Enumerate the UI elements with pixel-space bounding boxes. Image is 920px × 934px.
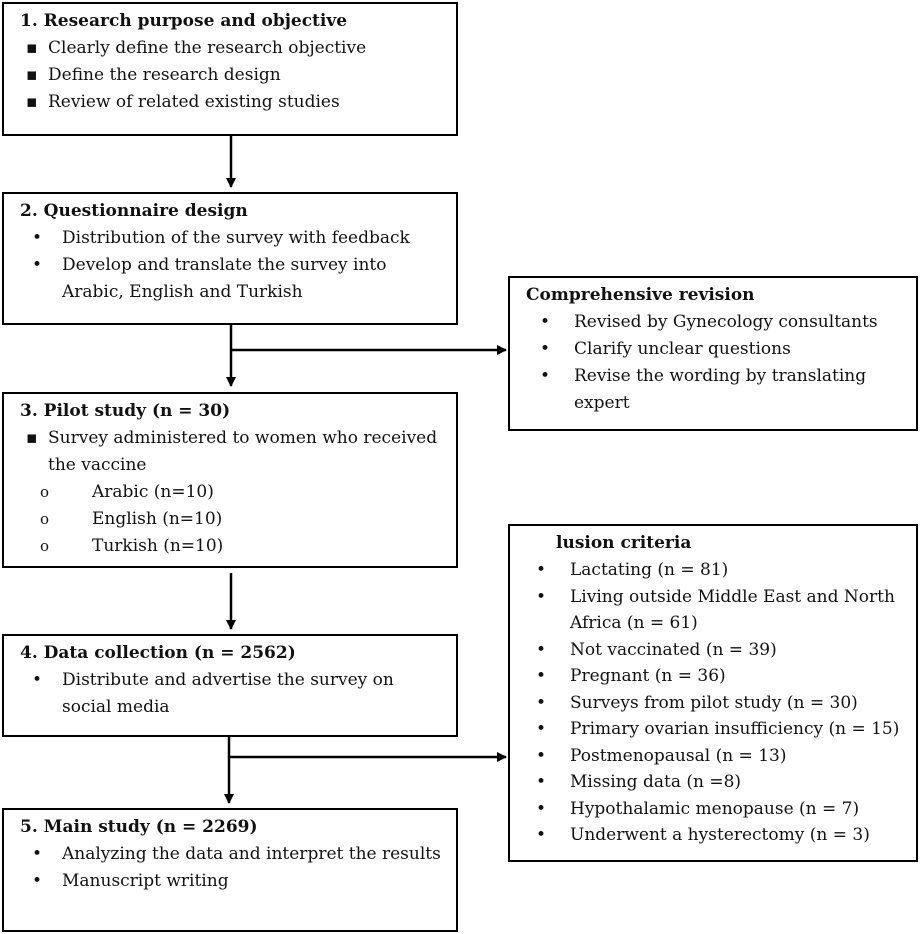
- square-bullet-icon: ▪: [26, 65, 38, 85]
- list-item-text: Manuscript writing: [62, 871, 229, 891]
- list-item: o English (n=10): [20, 506, 448, 533]
- dot-bullet-icon: •: [32, 844, 43, 864]
- dot-bullet-icon: •: [536, 666, 547, 686]
- dot-bullet-icon: •: [536, 825, 547, 845]
- circle-bullet-icon: o: [40, 537, 50, 555]
- list-item-text: Surveys from pilot study (n = 30): [570, 692, 858, 713]
- list-item-text: Lactating (n = 81): [570, 560, 729, 580]
- dot-bullet-icon: •: [536, 719, 547, 739]
- dot-bullet-icon: •: [536, 639, 547, 660]
- dot-bullet-icon: •: [32, 871, 43, 891]
- step-pilot-study-title: 3. Pilot study (n = 30): [20, 401, 231, 421]
- list-item-text: Missing data (n =8): [570, 772, 742, 792]
- comprehensive-revision-title: Comprehensive revision: [526, 285, 755, 305]
- list-item: o Turkish (n=10): [20, 533, 448, 560]
- step-data-collection-list: • Distribute and advertise the survey on …: [20, 667, 448, 721]
- square-bullet-icon: ▪: [26, 428, 38, 448]
- exclusion-criteria-title: lusion criteria: [556, 533, 692, 553]
- list-item: • Distribute and advertise the survey on …: [20, 667, 448, 721]
- dot-bullet-icon: •: [536, 560, 547, 580]
- list-item: ▪ Define the research design: [20, 62, 448, 89]
- list-item-text: Clarify unclear questions: [574, 339, 791, 359]
- dot-bullet-icon: •: [536, 772, 547, 792]
- list-item-text: Review of related existing studies: [48, 92, 340, 112]
- list-item: • Hypothalamic menopause (n = 7): [522, 796, 908, 823]
- list-item: • Revise the wording by translating exper…: [526, 363, 908, 417]
- list-item-text: Primary ovarian insufficiency (n = 15): [570, 719, 900, 739]
- step-main-study-list: • Analyzing the data and interpret the re…: [20, 841, 448, 895]
- step-data-collection: 4. Data collection (n = 2562) • Distribut…: [2, 634, 458, 737]
- list-item-text: Distribution of the survey with feedback: [62, 228, 410, 248]
- dot-bullet-icon: •: [32, 228, 43, 248]
- step-research-purpose: 1. Research purpose and objective ▪ Clear…: [2, 2, 458, 136]
- step-main-study-title: 5. Main study (n = 2269): [20, 817, 258, 837]
- comprehensive-revision-list: • Revised by Gynecology consultants • Clar…: [526, 309, 908, 417]
- list-item: • Analyzing the data and interpret the re…: [20, 841, 448, 868]
- step-research-purpose-title: 1. Research purpose and objective: [20, 11, 348, 31]
- list-item: • Primary ovarian insufficiency (n = 15): [522, 716, 908, 743]
- comprehensive-revision-box: Comprehensive revision • Revised by Gynec…: [508, 276, 918, 431]
- list-item-text: Pregnant (n = 36): [570, 666, 726, 686]
- square-bullet-icon: ▪: [26, 92, 38, 112]
- dot-bullet-icon: •: [536, 798, 547, 819]
- exclusion-criteria-box: lusion criteria • Lactating (n = 81) • Liv…: [508, 524, 918, 862]
- list-item: • Clarify unclear questions: [526, 336, 908, 363]
- list-item: • Distribution of the survey with feedbac…: [20, 225, 448, 252]
- list-item: • Surveys from pilot study (n = 30): [522, 690, 908, 717]
- dot-bullet-icon: •: [540, 312, 551, 332]
- square-bullet-icon: ▪: [26, 38, 38, 58]
- dot-bullet-icon: •: [32, 670, 43, 690]
- list-item: ▪ Survey administered to women who receiv…: [20, 425, 448, 479]
- list-item-text: Define the research design: [48, 65, 281, 85]
- list-item-text: Develop and translate the survey into Ar…: [62, 255, 387, 302]
- list-item: • Missing data (n =8): [522, 769, 908, 796]
- list-item: o Arabic (n=10): [20, 479, 448, 506]
- list-item: • Develop and translate the survey into A…: [20, 252, 448, 306]
- list-item: • Postmenopausal (n = 13): [522, 743, 908, 770]
- step-pilot-study: 3. Pilot study (n = 30) ▪ Survey administ…: [2, 392, 458, 568]
- list-item: • Underwent a hysterectomy (n = 3): [522, 822, 908, 849]
- list-item: ▪ Clearly define the research objective: [20, 35, 448, 62]
- list-item-text: Survey administered to women who receive…: [48, 428, 438, 475]
- step-questionnaire-design-list: • Distribution of the survey with feedbac…: [20, 225, 448, 306]
- list-item: • Not vaccinated (n = 39): [522, 637, 908, 664]
- list-item-text: Turkish (n=10): [92, 536, 224, 556]
- list-item-text: Underwent a hysterectomy (n = 3): [570, 825, 870, 845]
- list-item-text: Revised by Gynecology consultants: [574, 312, 878, 332]
- step-questionnaire-design-title: 2. Questionnaire design: [20, 201, 248, 221]
- circle-bullet-icon: o: [40, 510, 50, 528]
- dot-bullet-icon: •: [540, 366, 551, 386]
- list-item-text: Arabic (n=10): [92, 482, 214, 502]
- list-item: • Living outside Middle East and North Af…: [522, 584, 908, 637]
- step-questionnaire-design: 2. Questionnaire design • Distribution of…: [2, 192, 458, 325]
- list-item: • Pregnant (n = 36): [522, 663, 908, 690]
- list-item-text: Analyzing the data and interpret the res…: [62, 844, 441, 864]
- list-item: • Lactating (n = 81): [522, 557, 908, 584]
- dot-bullet-icon: •: [536, 745, 547, 766]
- circle-bullet-icon: o: [40, 483, 50, 501]
- step-data-collection-title: 4. Data collection (n = 2562): [20, 643, 296, 663]
- dot-bullet-icon: •: [540, 339, 551, 359]
- list-item-text: Living outside Middle East and North Afr…: [570, 586, 895, 634]
- list-item-text: Postmenopausal (n = 13): [570, 745, 787, 766]
- step-pilot-study-list: ▪ Survey administered to women who receiv…: [20, 425, 448, 479]
- list-item: ▪ Review of related existing studies: [20, 89, 448, 116]
- list-item-text: Hypothalamic menopause (n = 7): [570, 798, 860, 819]
- list-item: • Manuscript writing: [20, 868, 448, 895]
- list-item-text: English (n=10): [92, 509, 223, 529]
- list-item-text: Revise the wording by translating expert: [574, 366, 867, 413]
- list-item-text: Not vaccinated (n = 39): [570, 639, 777, 660]
- dot-bullet-icon: •: [32, 255, 43, 275]
- step-main-study: 5. Main study (n = 2269) • Analyzing the …: [2, 808, 458, 932]
- exclusion-criteria-list: • Lactating (n = 81) • Living outside Midd…: [522, 557, 908, 849]
- dot-bullet-icon: •: [536, 692, 547, 713]
- dot-bullet-icon: •: [536, 586, 547, 607]
- list-item: • Revised by Gynecology consultants: [526, 309, 908, 336]
- list-item-text: Distribute and advertise the survey on s…: [62, 670, 394, 717]
- step-research-purpose-list: ▪ Clearly define the research objective ▪…: [20, 35, 448, 116]
- list-item-text: Clearly define the research objective: [48, 38, 367, 58]
